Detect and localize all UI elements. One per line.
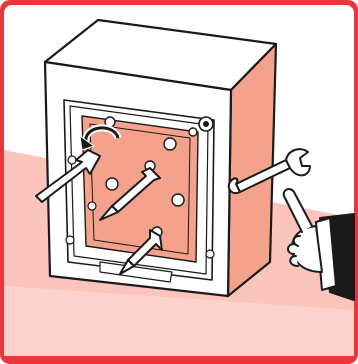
screw-icon [88,202,96,210]
screw-icon [189,128,197,136]
transit-bolt [164,138,176,150]
screw-icon [68,156,76,164]
transit-bolt [172,194,184,206]
screw-icon [206,250,214,258]
hose-connector-hole [203,121,209,127]
transit-bolt [106,178,118,190]
screw-icon [66,236,74,244]
